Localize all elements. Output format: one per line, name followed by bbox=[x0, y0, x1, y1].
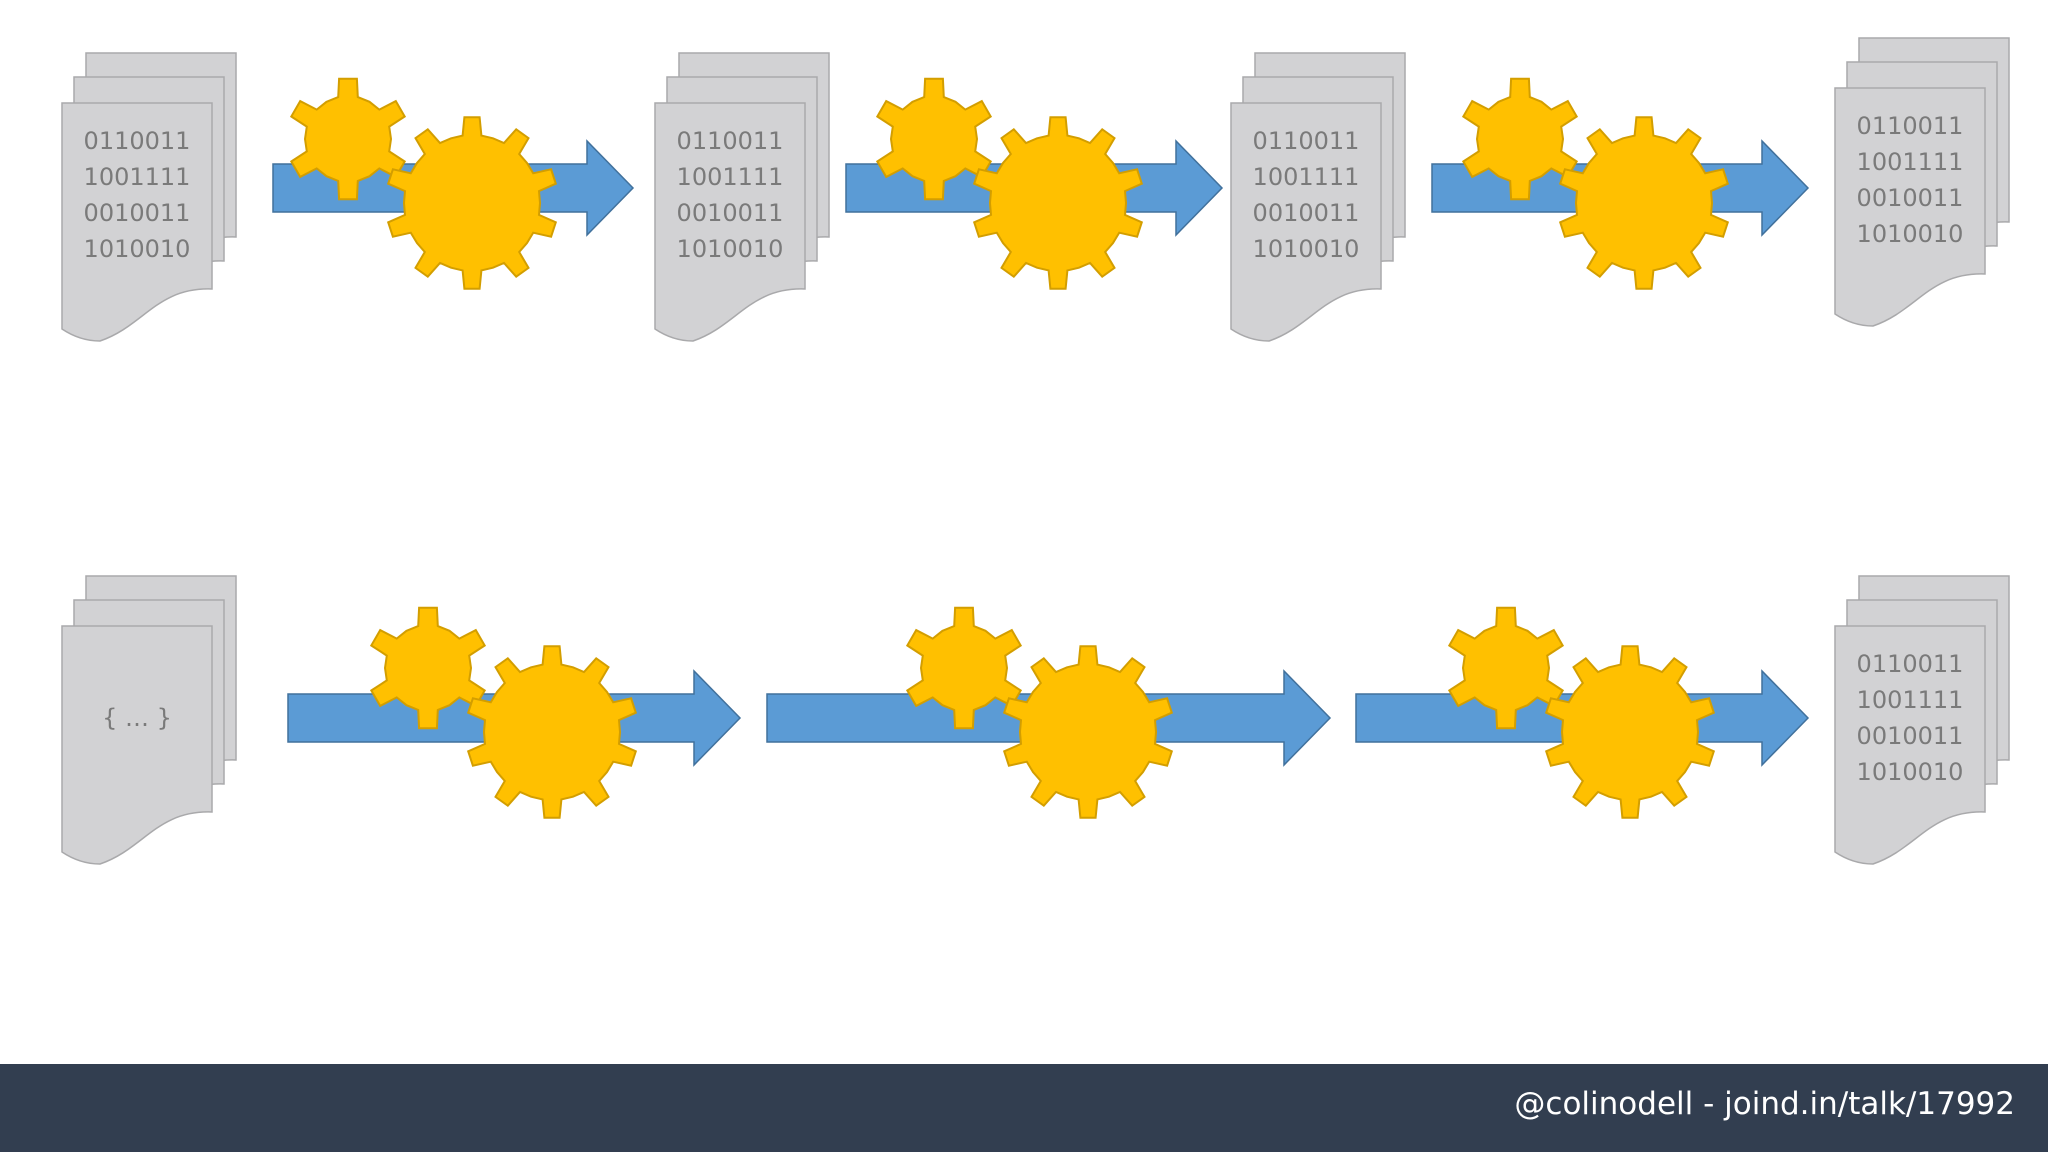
document-line: 1010010 bbox=[677, 235, 784, 263]
document-line: 1001111 bbox=[84, 163, 191, 191]
bottom-row-document-stack-2: 0110011 1001111 0010011 1010010 bbox=[1834, 575, 2010, 865]
document-line: 1010010 bbox=[1857, 758, 1964, 786]
document-line: 0110011 bbox=[1857, 650, 1964, 678]
document-line: 0110011 bbox=[84, 127, 191, 155]
slide-canvas: 0110011 1001111 0010011 1010010 0110011 10011… bbox=[61, 37, 2010, 865]
large-gear-icon bbox=[466, 645, 638, 819]
bottom-row-gear-pair-1 bbox=[369, 606, 638, 819]
document-line: 0010011 bbox=[84, 199, 191, 227]
top-row-document-stack-2: 0110011 1001111 0010011 1010010 bbox=[654, 52, 830, 342]
document-line: 1001111 bbox=[1857, 148, 1964, 176]
document-line: 0010011 bbox=[1253, 199, 1360, 227]
gears-layer bbox=[289, 77, 1730, 819]
document-line: 1010010 bbox=[1253, 235, 1360, 263]
small-gear-icon bbox=[1461, 77, 1579, 201]
document-page bbox=[1834, 87, 1986, 327]
document-line: 0010011 bbox=[677, 199, 784, 227]
large-gear-icon bbox=[1002, 645, 1174, 819]
document-page bbox=[654, 102, 806, 342]
bottom-row-gear-pair-3 bbox=[1447, 606, 1716, 819]
document-page bbox=[1834, 625, 1986, 865]
top-row-document-stack-1: 0110011 1001111 0010011 1010010 bbox=[61, 52, 237, 342]
bottom-row-gear-pair-2 bbox=[905, 606, 1174, 819]
documents-layer: 0110011 1001111 0010011 1010010 0110011 10011… bbox=[61, 37, 2010, 865]
document-line: 0110011 bbox=[1857, 112, 1964, 140]
document-page bbox=[1230, 102, 1382, 342]
document-line: 1010010 bbox=[1857, 220, 1964, 248]
large-gear-icon bbox=[1544, 645, 1716, 819]
bottom-row-document-stack-1: { … } bbox=[61, 575, 237, 865]
document-line: 1001111 bbox=[677, 163, 784, 191]
document-page bbox=[61, 625, 213, 865]
document-page bbox=[61, 102, 213, 342]
top-row-gear-pair-1 bbox=[289, 77, 558, 290]
small-gear-icon bbox=[875, 77, 993, 201]
footer-credit: @colinodell - joind.in/talk/17992 bbox=[1514, 1086, 2015, 1122]
large-gear-icon bbox=[972, 116, 1144, 290]
document-line: 0110011 bbox=[1253, 127, 1360, 155]
small-gear-icon bbox=[905, 606, 1023, 730]
document-line: { … } bbox=[102, 704, 172, 732]
footer-bar: @colinodell - joind.in/talk/17992 bbox=[0, 1064, 2048, 1152]
small-gear-icon bbox=[289, 77, 407, 201]
top-row-gear-pair-3 bbox=[1461, 77, 1730, 290]
document-line: 1010010 bbox=[84, 235, 191, 263]
pipeline-diagram: 0110011 1001111 0010011 1010010 0110011 10011… bbox=[61, 37, 2010, 865]
document-line: 1001111 bbox=[1857, 686, 1964, 714]
top-row-gear-pair-2 bbox=[875, 77, 1144, 290]
large-gear-icon bbox=[386, 116, 558, 290]
document-line: 1001111 bbox=[1253, 163, 1360, 191]
document-line: 0110011 bbox=[677, 127, 784, 155]
top-row-document-stack-3: 0110011 1001111 0010011 1010010 bbox=[1230, 52, 1406, 342]
top-row-document-stack-4: 0110011 1001111 0010011 1010010 bbox=[1834, 37, 2010, 327]
document-line: 0010011 bbox=[1857, 184, 1964, 212]
small-gear-icon bbox=[1447, 606, 1565, 730]
document-line: 0010011 bbox=[1857, 722, 1964, 750]
small-gear-icon bbox=[369, 606, 487, 730]
large-gear-icon bbox=[1558, 116, 1730, 290]
